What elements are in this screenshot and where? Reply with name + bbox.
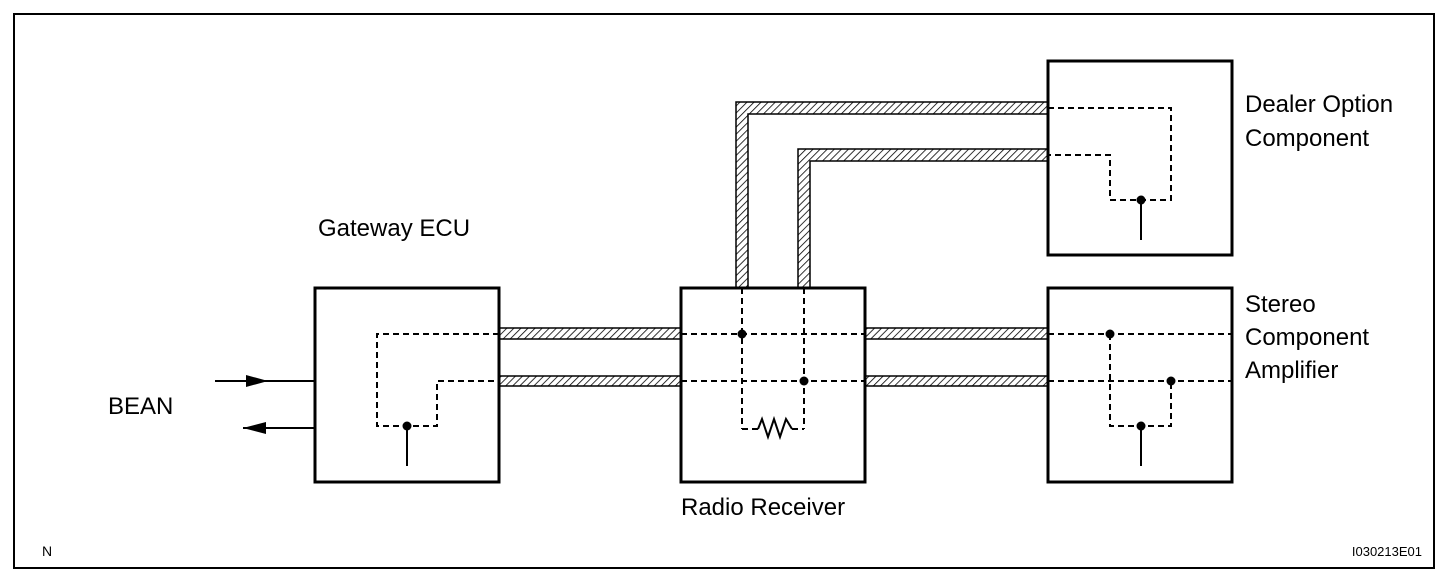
figure-id-label: I030213E01: [1352, 544, 1422, 559]
bean-in-arrowhead: [246, 375, 268, 387]
radio-receiver-label: Radio Receiver: [681, 494, 845, 521]
dealer-option-label-line2: Component: [1245, 125, 1369, 152]
dealer-option-internal-wiring: [1048, 107, 1172, 240]
corner-n-label: N: [42, 543, 52, 559]
bean-bus-arrows: [215, 375, 315, 434]
stereo-amplifier-internal-wiring: [1048, 329, 1232, 466]
cable-radio-dealer-outer: [735, 101, 1049, 289]
dealer-option-label-line1: Dealer Option: [1245, 91, 1393, 118]
bean-out-arrowhead: [243, 422, 266, 434]
cable-radio-dealer-inner: [797, 148, 1049, 289]
stereo-amp-label-line1: Stereo: [1245, 291, 1316, 318]
terminating-resistor: [757, 415, 793, 441]
radio-receiver-box: [679, 286, 867, 484]
gateway-ecu-internal-wiring: [376, 333, 499, 466]
diagram-frame: [13, 13, 1435, 569]
radio-receiver-internal-wiring: [681, 288, 865, 441]
stereo-amp-label-line2: Component: [1245, 324, 1369, 351]
bean-label: BEAN: [108, 393, 173, 420]
cable-gateway-radio-upper: [498, 327, 682, 340]
gateway-ecu-label: Gateway ECU: [318, 215, 470, 242]
stereo-amp-label-line3: Amplifier: [1245, 357, 1338, 384]
cable-gateway-radio-lower: [498, 375, 682, 387]
cable-radio-stereo-upper: [864, 327, 1049, 340]
cable-radio-stereo-lower: [864, 375, 1049, 387]
